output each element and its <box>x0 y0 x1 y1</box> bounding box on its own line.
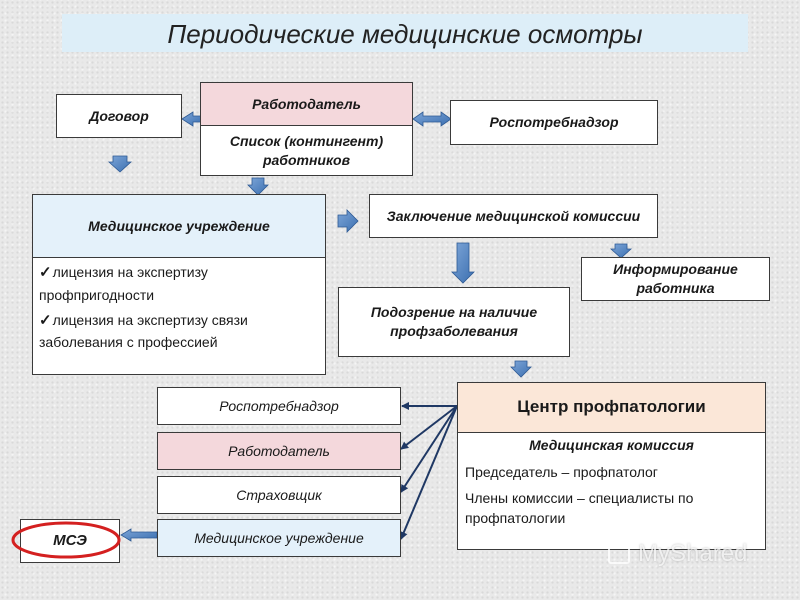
commission-chair: Председатель – профпатолог <box>465 463 658 480</box>
watermark-text: MyShared <box>638 540 748 567</box>
rospotreb-box-top: Роспотребнадзор <box>450 100 658 145</box>
list-item: ✓лицензия на экспертизу связи заболевани… <box>39 310 319 354</box>
arrow-med-to-conclusion <box>337 209 359 233</box>
mse-highlight-circle <box>11 521 121 559</box>
watermark: MyShared <box>608 538 768 570</box>
line-center-to-insurer <box>400 405 458 493</box>
suspicion-box: Подозрение на наличие профзаболевания <box>338 287 570 357</box>
license-list: ✓лицензия на экспертизу профпригодности … <box>32 257 326 375</box>
recipient-rospotreb: Роспотребнадзор <box>157 387 401 425</box>
page-title: Периодические медицинские осмотры <box>167 18 643 49</box>
contract-box: Договор <box>56 94 182 138</box>
med-institution-header: Медицинское учреждение <box>32 194 326 258</box>
employee-list-box: Список (контингент) работников <box>200 125 413 176</box>
license-text: лицензия на экспертизу профпригодности <box>39 264 208 303</box>
recipient-insurer: Страховщик <box>157 476 401 514</box>
list-item: ✓лицензия на экспертизу профпригодности <box>39 262 319 306</box>
conclusion-box: Заключение медицинской комиссии <box>369 194 658 238</box>
employer-box: Работодатель <box>200 82 413 126</box>
commission-heading: Медицинская комиссия <box>529 437 694 453</box>
check-icon: ✓ <box>39 264 52 281</box>
line-center-to-employer <box>400 405 458 450</box>
recipient-med-institution: Медицинское учреждение <box>157 519 401 557</box>
inform-box: Информирование работника <box>581 257 770 301</box>
arrow-list-down <box>247 177 269 196</box>
arrow-conclusion-to-inform <box>609 243 633 259</box>
commission-members: Члены комиссии – специалисты по профпато… <box>465 490 694 526</box>
check-icon: ✓ <box>39 311 52 329</box>
title-bar <box>62 14 748 52</box>
recipient-employer: Работодатель <box>157 432 401 470</box>
commission-box: Медицинская комиссия Председатель – проф… <box>457 432 766 550</box>
myshared-logo-icon <box>608 544 630 564</box>
arrow-suspicion-to-center <box>510 360 532 378</box>
license-text: лицензия на экспертизу связи заболевания… <box>39 311 248 351</box>
arrow-conclusion-to-suspicion <box>451 242 475 284</box>
arrow-contract-down <box>107 155 133 173</box>
line-center-to-medinst <box>400 405 458 540</box>
